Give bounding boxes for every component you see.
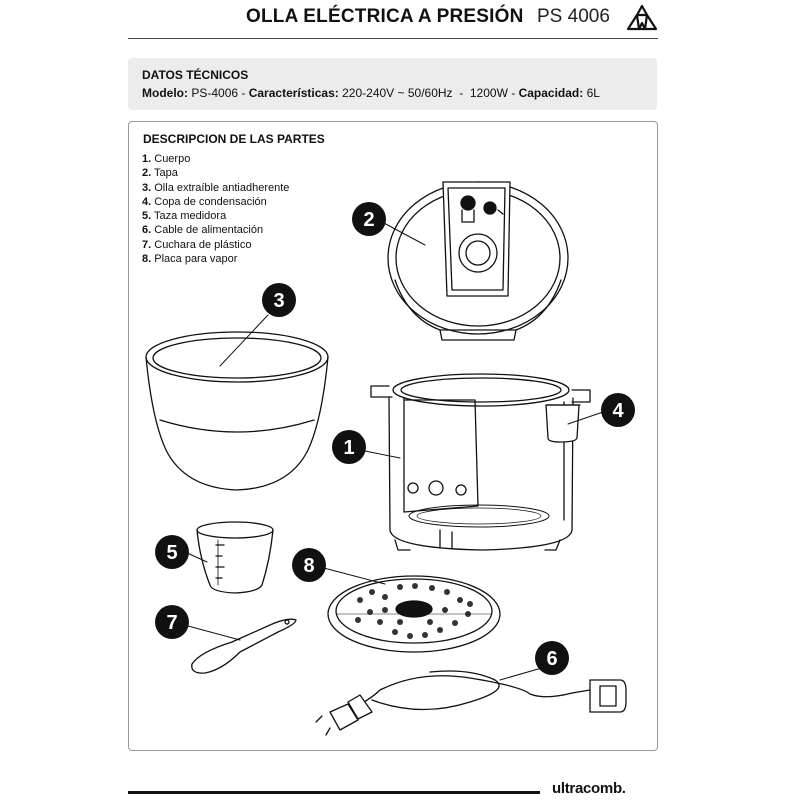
part-number: 4. [142,195,152,208]
brand-name: ultracomb. [552,780,626,797]
part-number: 5. [142,210,152,223]
list-item: 4. Copa de condensación [142,195,289,209]
parts-description-panel: DESCRIPCION DE LAS PARTES 1. Cuerpo 2. T… [128,121,658,751]
part-number: 8. [142,253,152,266]
part-label: Cable de alimentación [154,224,264,237]
spec-separator: - [238,86,249,100]
list-item: 3. Olla extraíble antiadherente [142,181,289,195]
part-label: Tapa [154,167,178,180]
footer-divider [128,791,540,794]
part-label: Olla extraíble antiadherente [154,181,290,194]
spec-capacity-label: Capacidad: [518,86,584,100]
list-item: 6. Cable de alimentación [142,223,289,237]
list-item: 1. Cuerpo [142,152,289,166]
specs-heading: DATOS TÉCNICOS [142,68,249,82]
spec-capacity-value: 6L [586,86,600,100]
list-item: 8. Placa para vapor [142,252,289,266]
technical-specs-panel: DATOS TÉCNICOS Modelo: PS-4006 - Caracte… [128,58,657,110]
trefoil-logo-icon [626,4,658,31]
parts-list: 1. Cuerpo 2. Tapa 3. Olla extraíble anti… [142,152,289,266]
list-item: 2. Tapa [142,166,289,180]
part-label: Copa de condensación [154,195,267,208]
part-label: Cuerpo [154,153,191,165]
part-label: Placa para vapor [154,253,238,266]
spec-model-label: Modelo: [142,86,188,100]
header-divider [128,38,658,39]
part-label: Cuchara de plástico [154,238,252,251]
list-item: 5. Taza medidora [142,209,289,223]
part-number: 7. [142,238,152,251]
part-number: 2. [142,167,152,180]
spec-features-label: Características: [248,86,339,100]
part-number: 3. [142,181,152,194]
spec-model-value: PS-4006 [191,86,239,100]
spec-separator: - [507,86,519,100]
document-title: OLLA ELÉCTRICA A PRESIÓN [246,6,524,27]
part-label: Taza medidora [154,210,227,223]
list-item: 7. Cuchara de plástico [142,238,289,252]
spec-features-value: 220-240V ~ 50/60Hz - 1200W [342,86,508,100]
parts-heading: DESCRIPCION DE LAS PARTES [143,132,325,146]
part-number: 6. [142,224,152,237]
model-number: PS 4006 [537,6,610,27]
part-number: 1. [142,153,152,165]
specs-line: Modelo: PS-4006 - Características: 220-2… [142,86,600,100]
